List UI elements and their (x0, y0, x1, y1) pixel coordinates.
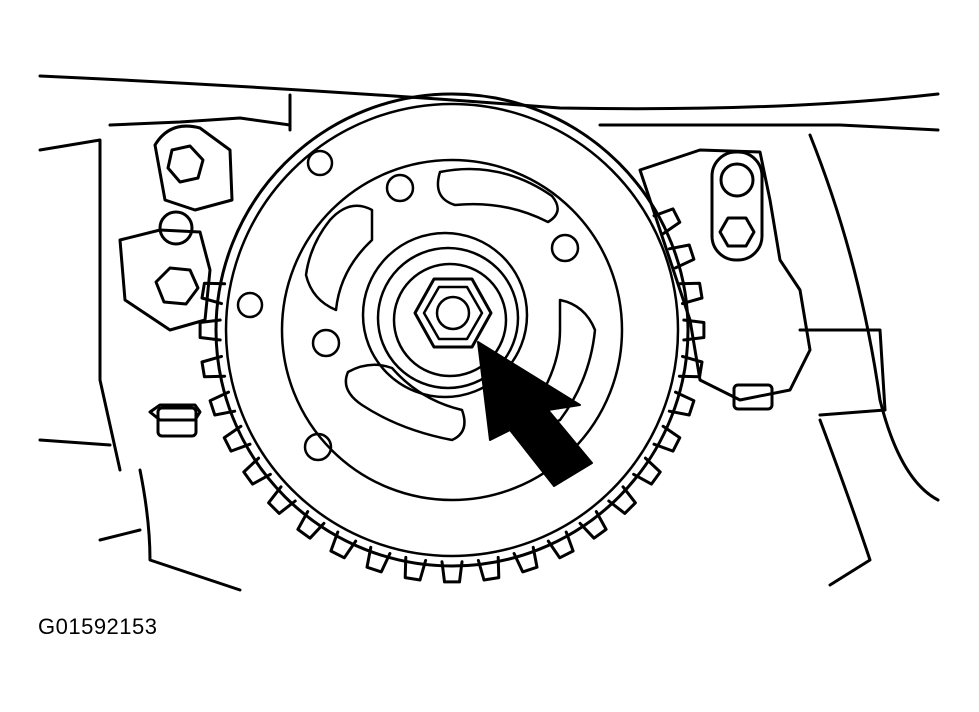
sprocket-tooth (677, 281, 704, 306)
bolt-center (435, 295, 471, 331)
sprocket-rim-outer (214, 92, 690, 568)
bolt-right-hex (718, 216, 756, 248)
sprocket-tooth (512, 545, 539, 574)
bolt-left-hex (156, 406, 198, 438)
sprocket-tooth (677, 354, 704, 379)
sprocket-tooth (267, 485, 297, 515)
sprocket-tooth (652, 424, 682, 453)
bolt-lower-left (154, 266, 200, 306)
sprocket-slots (304, 167, 597, 442)
bolt-left-round (158, 210, 194, 246)
camshaft-sprocket (198, 92, 706, 584)
sprocket-web (280, 158, 624, 502)
sprocket-tooth (242, 456, 272, 486)
sprocket-bolt (413, 277, 493, 349)
sprocket-tooth (667, 243, 696, 270)
sprocket-tooth (365, 545, 392, 574)
sprocket-tooth (682, 318, 706, 342)
sprocket-tooth (440, 560, 464, 584)
sprocket-holes (236, 149, 580, 462)
engine-housing (38, 74, 940, 592)
sprocket-tooth (476, 555, 501, 582)
sprocket-tooth (200, 281, 227, 306)
sprocket-tooth (208, 390, 237, 417)
hub-middle (376, 246, 520, 390)
left-bracket (118, 124, 234, 438)
sprocket-tooth (578, 510, 608, 540)
bolt-upper-left (166, 144, 205, 184)
figure-code: G01592153 (38, 614, 158, 639)
sprocket-rim-inner (224, 102, 680, 558)
hub-outer (361, 231, 529, 399)
sprocket-tooth (546, 530, 575, 560)
sprocket-tooth (403, 555, 428, 582)
sprocket-tooth (200, 354, 227, 379)
sprocket-tooth (607, 485, 637, 515)
sprocket-tooth (222, 424, 252, 453)
indicator-arrow (477, 341, 593, 487)
sprocket-tooth (198, 318, 222, 342)
sprocket-tooth (632, 456, 662, 486)
hub-inner (392, 262, 508, 378)
bolt-right-round (719, 162, 755, 198)
bolt-right-small (732, 383, 774, 411)
sprocket-tooth (296, 510, 326, 540)
right-bracket (638, 148, 887, 417)
sprocket-tooth (667, 390, 696, 417)
sprocket-tooth (329, 530, 358, 560)
slotted-bracket (710, 150, 764, 262)
sprocket-teeth (198, 207, 706, 584)
sprocket-tooth (652, 207, 682, 236)
